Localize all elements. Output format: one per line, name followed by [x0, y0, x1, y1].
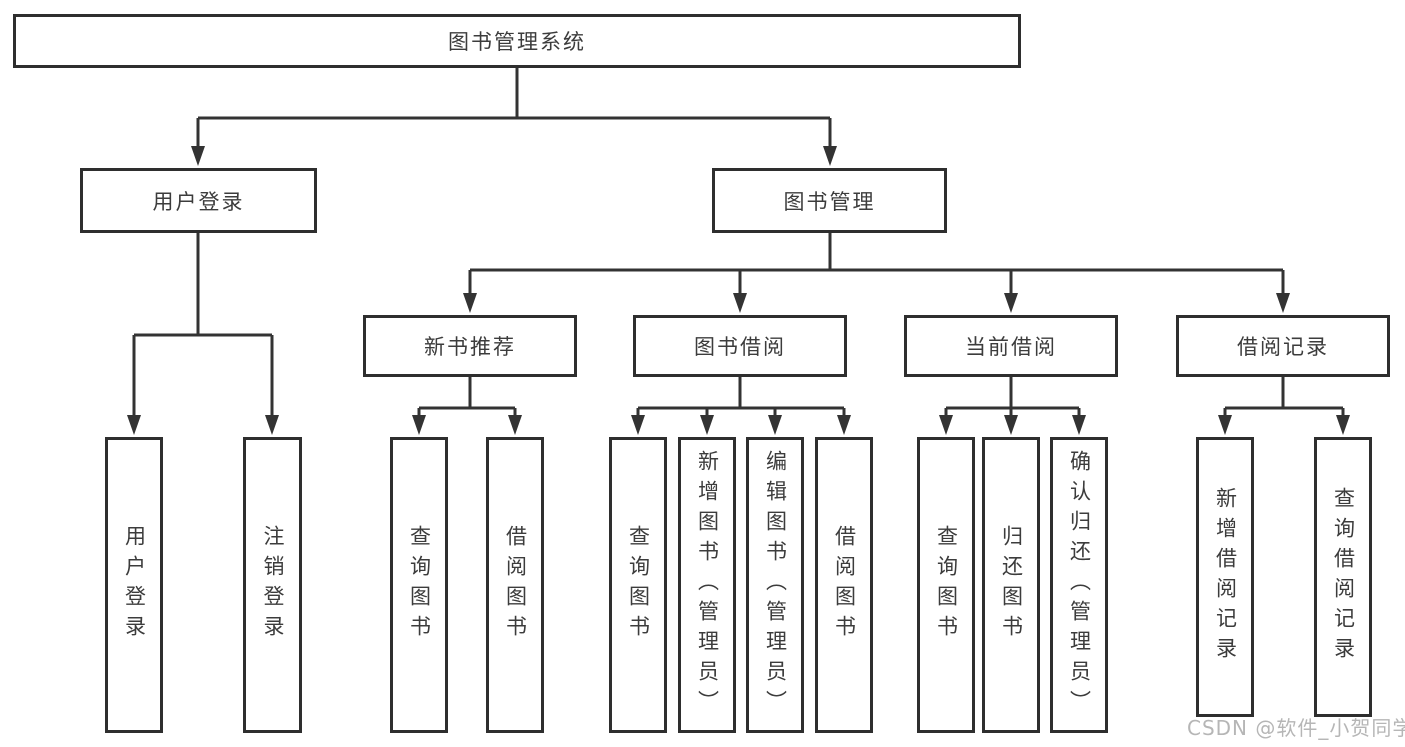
leaf-record-add-borrow-record: 新增借阅记录	[1196, 437, 1254, 717]
arrowheads	[127, 146, 1350, 435]
node-current-borrow: 当前借阅	[904, 315, 1118, 377]
node-borrow-record: 借阅记录	[1176, 315, 1390, 377]
leaf-user-login: 用户登录	[105, 437, 163, 733]
leaf-borrow-borrow-book: 借阅图书	[815, 437, 873, 733]
node-book-borrow: 图书借阅	[633, 315, 847, 377]
node-new-book-recommend: 新书推荐	[363, 315, 577, 377]
leaf-newbook-query-book: 查询图书	[390, 437, 448, 733]
connector-paths	[132, 68, 1345, 421]
leaf-current-confirm-return-admin: 确认归还（管理员）	[1050, 437, 1108, 733]
csdn-watermark: CSDN @软件_小贺同学	[1187, 716, 1405, 740]
leaf-borrow-add-book-admin: 新增图书（管理员）	[678, 437, 736, 733]
leaf-newbook-borrow-book: 借阅图书	[486, 437, 544, 733]
leaf-borrow-edit-book-admin: 编辑图书（管理员）	[746, 437, 804, 733]
node-book-management: 图书管理	[712, 168, 947, 233]
leaf-borrow-query-book: 查询图书	[609, 437, 667, 733]
node-root-library-system: 图书管理系统	[13, 14, 1021, 68]
leaf-current-return-book: 归还图书	[982, 437, 1040, 733]
node-user-login: 用户登录	[80, 168, 317, 233]
leaf-current-query-book: 查询图书	[917, 437, 975, 733]
leaf-record-query-borrow-record: 查询借阅记录	[1314, 437, 1372, 717]
leaf-logout: 注销登录	[243, 437, 302, 733]
